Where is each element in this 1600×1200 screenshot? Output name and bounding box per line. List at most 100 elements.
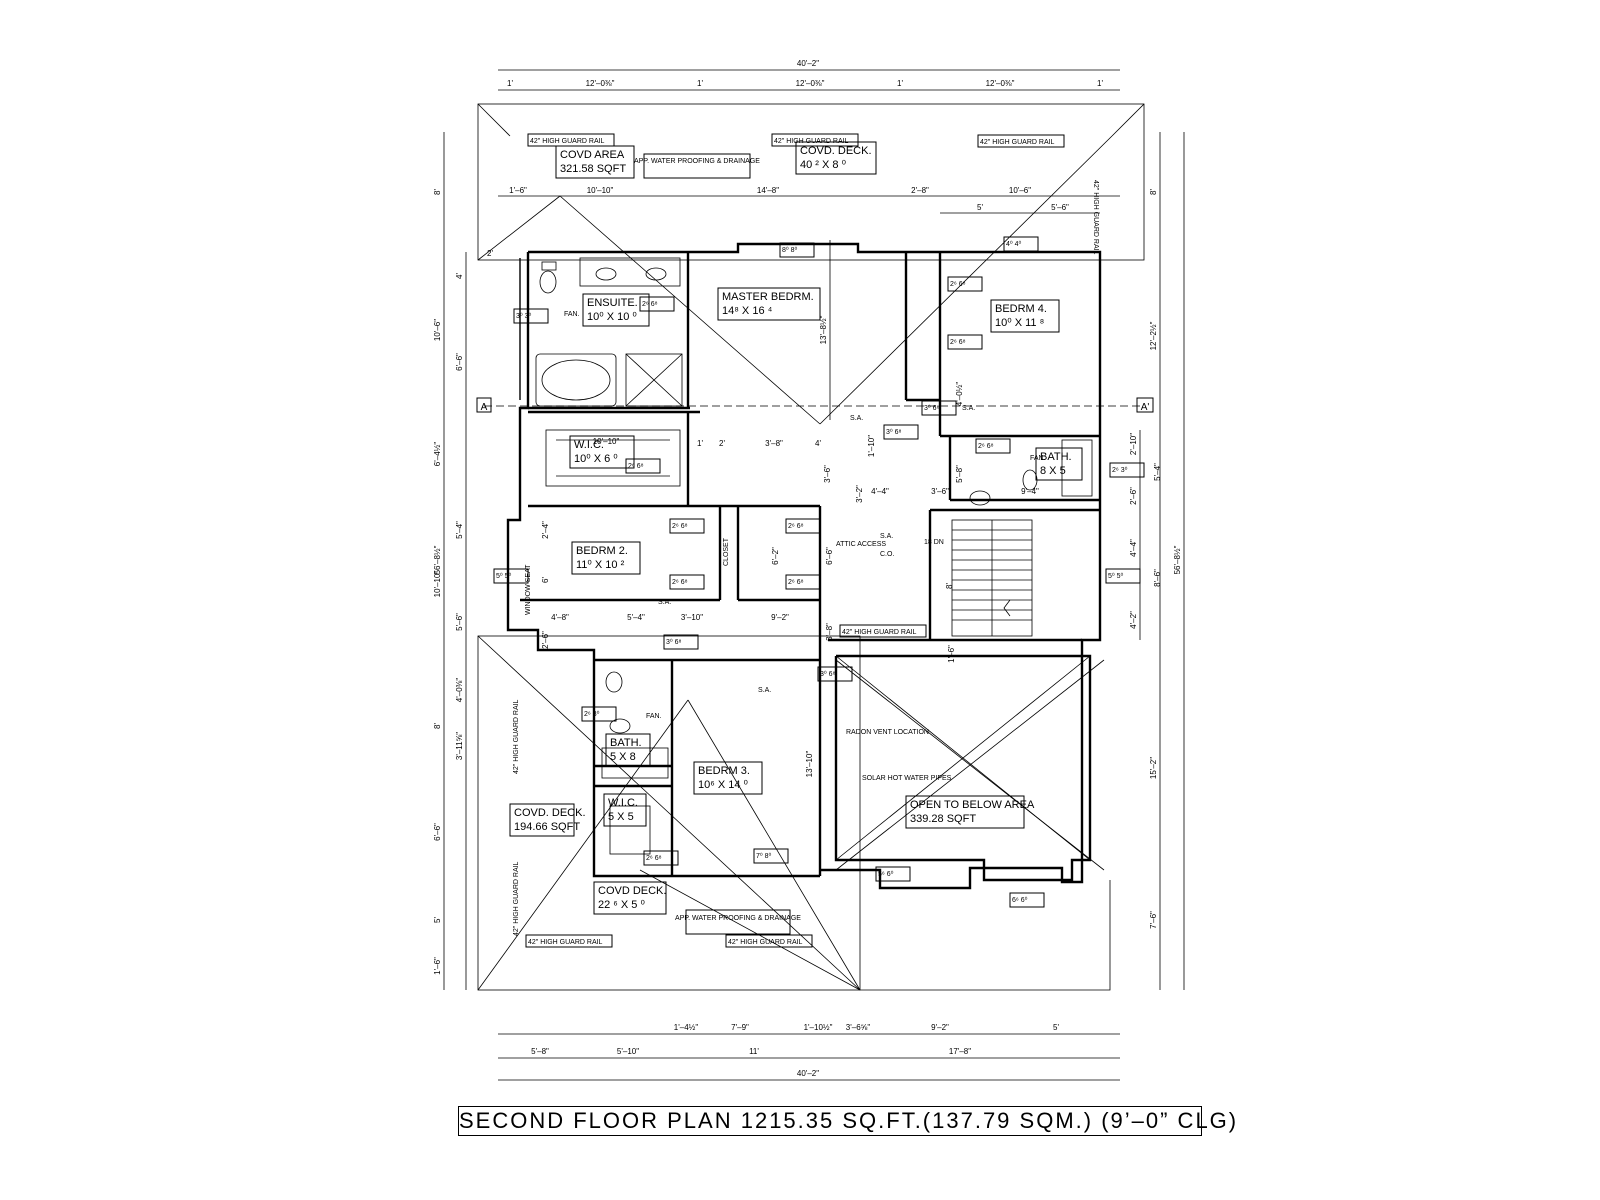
- guard-rail-label-box: [977, 134, 1065, 148]
- room-name: COVD. DECK.: [514, 807, 586, 819]
- dimension-left-inner: 5'–4": [455, 521, 464, 539]
- dimension-lines: [443, 69, 1185, 1081]
- room-size: 194.66 SQFT: [514, 821, 580, 833]
- room-name: MASTER BEDRM.: [722, 291, 814, 303]
- guard-rail-label-box: [771, 133, 859, 147]
- door-tag-box: [921, 400, 957, 416]
- door-tag: 2⁶ 6⁸: [646, 855, 662, 862]
- dimension-interior: 2'–6": [541, 631, 550, 649]
- dimension-interior: 5'–4": [627, 613, 645, 622]
- dimension-left-outer: 6'–6": [433, 823, 442, 841]
- dimension-top-row2: 10'–10": [587, 186, 614, 195]
- room-name: BATH.: [610, 737, 642, 749]
- door-tag-box: [785, 574, 821, 590]
- door-tag-box: [1003, 236, 1039, 252]
- door-tag: 2⁶ 6⁸: [978, 443, 994, 450]
- door-tag: 2⁶ 6⁸: [950, 281, 966, 288]
- guard-rail-label-box: [527, 133, 615, 147]
- dimension-left-inner: 6'–6": [455, 353, 464, 371]
- dimension-top: 12'–0⅜": [796, 79, 825, 88]
- dimension-interior: 3'–6": [931, 487, 949, 496]
- dimension-interior: 13'–10": [805, 751, 814, 778]
- room-size: 10⁰ X 11 ⁸: [995, 317, 1044, 329]
- guard-rail-label-box: [525, 934, 613, 948]
- guard-rail-label: 42" HIGH GUARD RAIL: [530, 138, 605, 145]
- dimension-interior: 10'–10": [593, 437, 620, 446]
- dimension-top: 1': [507, 79, 513, 88]
- dimension-interior: 1'–10": [867, 435, 876, 457]
- room-label-box: [603, 793, 647, 827]
- section-mark-left: A: [481, 402, 488, 413]
- room-size: 5 X 5: [608, 811, 634, 823]
- dimension-interior: 2'–4": [541, 521, 550, 539]
- dimension-interior: 3'–2": [855, 485, 864, 503]
- door-tag-box: [639, 296, 675, 312]
- dimension-left-outer: 8': [433, 189, 442, 195]
- door-tag-box: [669, 518, 705, 534]
- room-name: W.I.C.: [608, 797, 638, 809]
- room-size: 8 X 5: [1040, 465, 1066, 477]
- dimension-right-outer: 15'–2": [1149, 757, 1158, 779]
- door-tag-box: [785, 518, 821, 534]
- dimension-interior: 3'–10": [681, 613, 703, 622]
- dimension-right-outer: 7'–6": [1149, 911, 1158, 929]
- room-label-box: [569, 435, 635, 469]
- dimension-top-row3: 5'–6": [1051, 203, 1069, 212]
- co-alarm-label: C.O.: [880, 551, 894, 558]
- door-tag-box: [581, 706, 617, 722]
- dimension-left-inner: 4': [455, 273, 464, 279]
- solar-pipes-label: SOLAR HOT WATER PIPES: [862, 775, 952, 782]
- guard-rail-label-box: [725, 934, 813, 948]
- door-tag-box: [669, 574, 705, 590]
- smoke-alarm-label: S.A.: [850, 415, 863, 422]
- room-label-box: [693, 761, 763, 795]
- dimension-top-row2: 10'–6": [1009, 186, 1031, 195]
- door-tag: 3⁰ 6⁸: [666, 638, 682, 646]
- water-proofing-bottom-box: [685, 909, 791, 935]
- door-tag-box: [493, 568, 529, 584]
- door-tag: 2⁶ 6⁸: [672, 523, 688, 530]
- room-label-box: [1035, 447, 1083, 481]
- dimension-top-row2: 2'–8": [911, 186, 929, 195]
- door-tag: 3⁰ 6⁸: [820, 670, 836, 678]
- smoke-alarm-label: S.A.: [880, 533, 893, 540]
- dimension-right-inner: 8'–6": [1153, 569, 1162, 587]
- guard-rail-label: 42" HIGH GUARD RAIL: [728, 939, 803, 946]
- room-size: 10⁰ X 6 ⁰: [574, 453, 618, 465]
- dimension-left-outer: 6'–4½": [433, 442, 442, 467]
- door-tag: 2⁶ 6⁸: [628, 463, 644, 470]
- stair-label: 18 DN: [924, 539, 944, 546]
- dimension-top: 1': [897, 79, 903, 88]
- section-line: [476, 397, 1154, 413]
- smoke-alarm-label: S.A.: [658, 599, 671, 606]
- door-tag: 2⁶ 3⁰: [1112, 466, 1128, 474]
- radon-vent-label: RADON VENT LOCATION: [846, 729, 929, 736]
- dimension-interior: 4'–8": [551, 613, 569, 622]
- water-proofing-top-label: APP. WATER PROOFING & DRAINAGE: [634, 158, 760, 165]
- dimension-interior: 4': [815, 439, 821, 448]
- guard-rail-label-box: [839, 624, 927, 638]
- roof-outline: [477, 103, 1145, 991]
- door-tag-box: [883, 424, 919, 440]
- dimension-interior: 2': [487, 249, 493, 258]
- room-size: 5 X 8: [610, 751, 636, 763]
- room-size: 22 ⁶ X 5 ⁰: [598, 899, 645, 911]
- door-tag: 2⁶ 6⁸: [642, 301, 658, 308]
- door-tag-box: [1009, 892, 1045, 908]
- room-name: BEDRM 4.: [995, 303, 1047, 315]
- smoke-alarm-label: S.A.: [758, 687, 771, 694]
- dimension-bottom-row2: 17'–8": [949, 1047, 971, 1056]
- dimension-interior: 3'–8": [765, 439, 783, 448]
- dimension-overall-width: 40'–2": [797, 59, 819, 68]
- fan-label: FAN.: [1030, 455, 1046, 462]
- room-size: 339.28 SQFT: [910, 813, 976, 825]
- room-name: ENSUITE.: [587, 297, 638, 309]
- room-name: W.I.C.: [574, 439, 604, 451]
- room-name: BEDRM 3.: [698, 765, 750, 777]
- dimension-left-outer: 5': [433, 917, 442, 923]
- door-tag: 2⁶ 3⁰: [584, 710, 600, 718]
- room-label-box: [593, 881, 667, 915]
- dimension-right-inner: 5'–4": [1153, 463, 1162, 481]
- door-tag: 3⁰ 6⁸: [924, 404, 940, 412]
- water-proofing-bottom-label: APP. WATER PROOFING & DRAINAGE: [675, 915, 801, 922]
